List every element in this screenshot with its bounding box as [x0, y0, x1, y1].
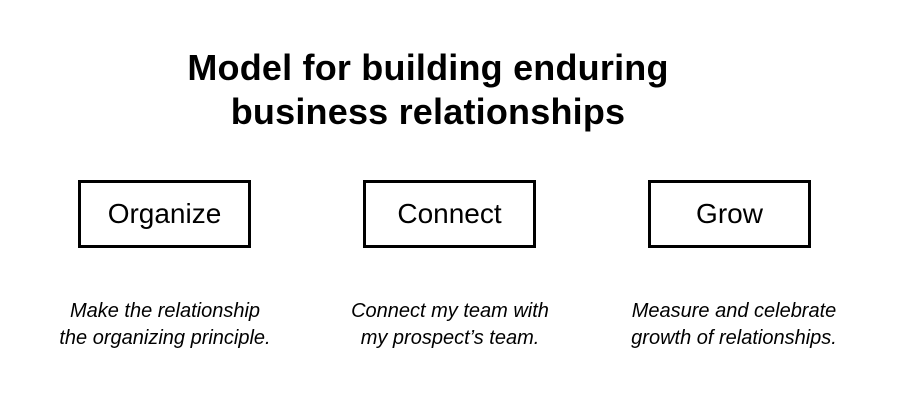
- title-line-2: business relationships: [230, 91, 626, 132]
- description-line: Measure and celebrate: [631, 300, 837, 322]
- step-description-organize: Make the relationship the organizing pri…: [35, 298, 295, 352]
- step-box-connect: Connect: [363, 180, 536, 248]
- step-description-connect: Connect my team with my prospect’s team.: [320, 298, 580, 352]
- description-line: growth of relationships.: [631, 327, 837, 349]
- step-box-organize: Organize: [78, 180, 251, 248]
- step-label-organize: Organize: [107, 198, 222, 229]
- title-line-1: Model for building enduring: [187, 47, 669, 88]
- description-line: my prospect’s team.: [360, 327, 540, 349]
- step-label-connect: Connect: [397, 198, 502, 229]
- diagram-title: Model for building enduring business rel…: [78, 46, 778, 134]
- description-line: Make the relationship: [69, 300, 261, 322]
- description-line: Connect my team with: [351, 300, 549, 322]
- description-line: the organizing principle.: [59, 327, 271, 349]
- step-box-grow: Grow: [648, 180, 811, 248]
- step-label-grow: Grow: [696, 198, 763, 229]
- step-description-grow: Measure and celebrate growth of relation…: [604, 298, 864, 352]
